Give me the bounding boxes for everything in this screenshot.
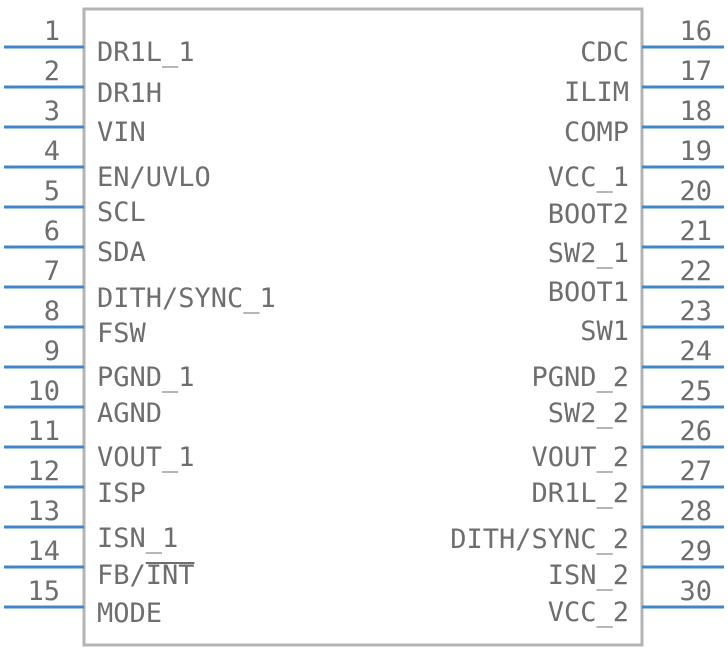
right-pin-28-label: DITH/SYNC_2 xyxy=(450,524,629,555)
right-pin-17-number: 17 xyxy=(679,56,712,87)
left-pin-11-label: VOUT_1 xyxy=(97,442,195,473)
right-pin-20-number: 20 xyxy=(679,176,712,207)
right-pin-16-number: 16 xyxy=(679,16,712,47)
right-pin-23-label: SW1 xyxy=(580,316,629,347)
left-pin-12-number: 12 xyxy=(27,456,60,487)
left-pin-3-label: VIN xyxy=(97,117,146,148)
left-pin-8-number: 8 xyxy=(44,296,60,327)
right-pin-20-label: BOOT2 xyxy=(548,199,629,230)
right-pin-25-number: 25 xyxy=(679,376,712,407)
right-pin-21-number: 21 xyxy=(679,216,712,247)
left-pin-9-number: 9 xyxy=(44,336,60,367)
right-pin-26-number: 26 xyxy=(679,416,712,447)
right-pin-24-number: 24 xyxy=(679,336,712,367)
right-pin-17-label: ILIM xyxy=(564,77,629,108)
right-pin-19-number: 19 xyxy=(679,136,712,167)
left-pin-7-number: 7 xyxy=(44,256,60,287)
left-pin-12-label: ISP xyxy=(97,478,146,509)
right-pin-29-label: ISN_2 xyxy=(548,560,629,591)
left-pin-15-label: MODE xyxy=(97,598,162,629)
left-pin-14-label: FB/INT xyxy=(97,560,195,591)
right-pin-24-label: PGND_2 xyxy=(531,362,629,393)
right-pin-22-label: BOOT1 xyxy=(548,277,629,308)
right-pin-27-label: DR1L_2 xyxy=(531,478,629,509)
right-pin-30-label: VCC_2 xyxy=(548,597,629,628)
left-pin-13-label: ISN_1 xyxy=(97,523,178,554)
left-pin-15-number: 15 xyxy=(27,576,60,607)
left-pin-6-number: 6 xyxy=(44,216,60,247)
right-pin-26-label: VOUT_2 xyxy=(531,442,629,473)
left-pin-2-number: 2 xyxy=(44,56,60,87)
left-pin-10-label: AGND xyxy=(97,398,162,429)
left-pin-6-label: SDA xyxy=(97,237,146,268)
right-pin-28-number: 28 xyxy=(679,496,712,527)
left-pin-9-label: PGND_1 xyxy=(97,362,195,393)
right-pin-30-number: 30 xyxy=(679,576,712,607)
left-pin-4-number: 4 xyxy=(44,136,60,167)
ic-body-outline xyxy=(82,7,644,647)
right-pin-19-label: VCC_1 xyxy=(548,162,629,193)
right-pin-18-number: 18 xyxy=(679,96,712,127)
left-pin-1-number: 1 xyxy=(44,16,60,47)
left-pin-10-number: 10 xyxy=(27,376,60,407)
left-pin-1-label: DR1L_1 xyxy=(97,37,195,68)
right-pin-27-number: 27 xyxy=(679,456,712,487)
left-pin-7-label: DITH/SYNC_1 xyxy=(97,283,276,314)
left-pin-8-label: FSW xyxy=(97,318,147,349)
left-pin-11-number: 11 xyxy=(27,416,60,447)
left-pin-5-number: 5 xyxy=(44,176,60,207)
right-pin-25-label: SW2_2 xyxy=(548,398,629,429)
right-pin-23-number: 23 xyxy=(679,296,712,327)
left-pin-13-number: 13 xyxy=(27,496,60,527)
left-pin-3-number: 3 xyxy=(44,96,60,127)
right-pin-21-label: SW2_1 xyxy=(548,238,629,269)
right-pin-22-number: 22 xyxy=(679,256,712,287)
right-pin-18-label: COMP xyxy=(564,117,629,148)
left-pin-14-number: 14 xyxy=(27,536,60,567)
right-pin-16-label: CDC xyxy=(580,37,629,68)
left-pin-4-label: EN/UVLO xyxy=(97,162,211,193)
left-pin-2-label: DR1H xyxy=(97,78,162,109)
left-pin-5-label: SCL xyxy=(97,197,146,228)
right-pin-29-number: 29 xyxy=(679,536,712,567)
